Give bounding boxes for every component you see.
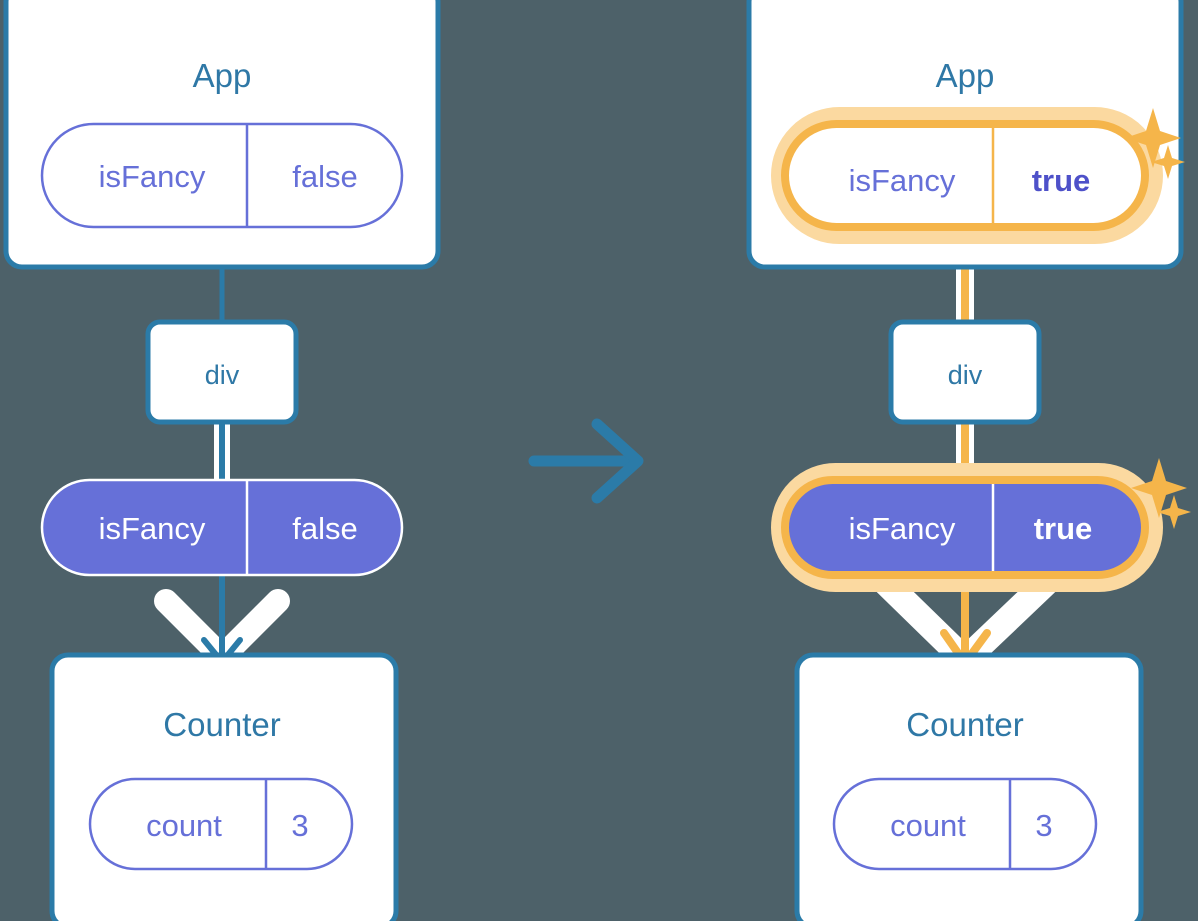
before-app-title: App [193, 57, 252, 94]
after-app-title: App [936, 57, 995, 94]
after-prop-pill[interactable] [771, 463, 1163, 592]
after-app-sparkles [1125, 108, 1185, 179]
before-prop-value: false [292, 511, 357, 546]
after-app-state-key: isFancy [849, 163, 956, 198]
after-counter-state-key: count [890, 808, 966, 843]
before-div-label: div [205, 360, 240, 390]
before-counter-state-key: count [146, 808, 222, 843]
after-app-state-pill[interactable] [771, 107, 1163, 244]
before-counter-state-value: 3 [291, 808, 308, 843]
before-div-box[interactable] [145, 319, 299, 425]
after-prop-sparkles [1131, 458, 1191, 529]
before-counter-title: Counter [163, 706, 280, 743]
transition-arrow-right-icon [528, 418, 644, 504]
before-app-state-pill[interactable] [40, 122, 404, 229]
after-counter-state-value: 3 [1035, 808, 1052, 843]
before-app-state-value: false [292, 159, 357, 194]
after-prop-key: isFancy [849, 511, 956, 546]
sparkle-large-icon [1125, 108, 1181, 168]
after-panel: App isFancy true div isFancy true [746, 0, 1191, 921]
sparkle-small-icon [1151, 145, 1185, 179]
after-counter-title: Counter [906, 706, 1023, 743]
after-app-state-value: true [1032, 163, 1091, 198]
before-app-state-key: isFancy [99, 159, 206, 194]
after-prop-value: true [1034, 511, 1093, 546]
sparkle-large-icon [1131, 458, 1187, 518]
before-panel: App isFancy false div isFancy false Coun… [3, 0, 441, 921]
sparkle-small-icon [1157, 495, 1191, 529]
after-div-box[interactable] [888, 319, 1042, 425]
after-div-label: div [948, 360, 983, 390]
before-prop-pill[interactable] [40, 478, 404, 577]
before-prop-key: isFancy [99, 511, 206, 546]
before-counter-state-pill[interactable] [88, 777, 354, 871]
after-counter-state-pill[interactable] [832, 777, 1098, 871]
